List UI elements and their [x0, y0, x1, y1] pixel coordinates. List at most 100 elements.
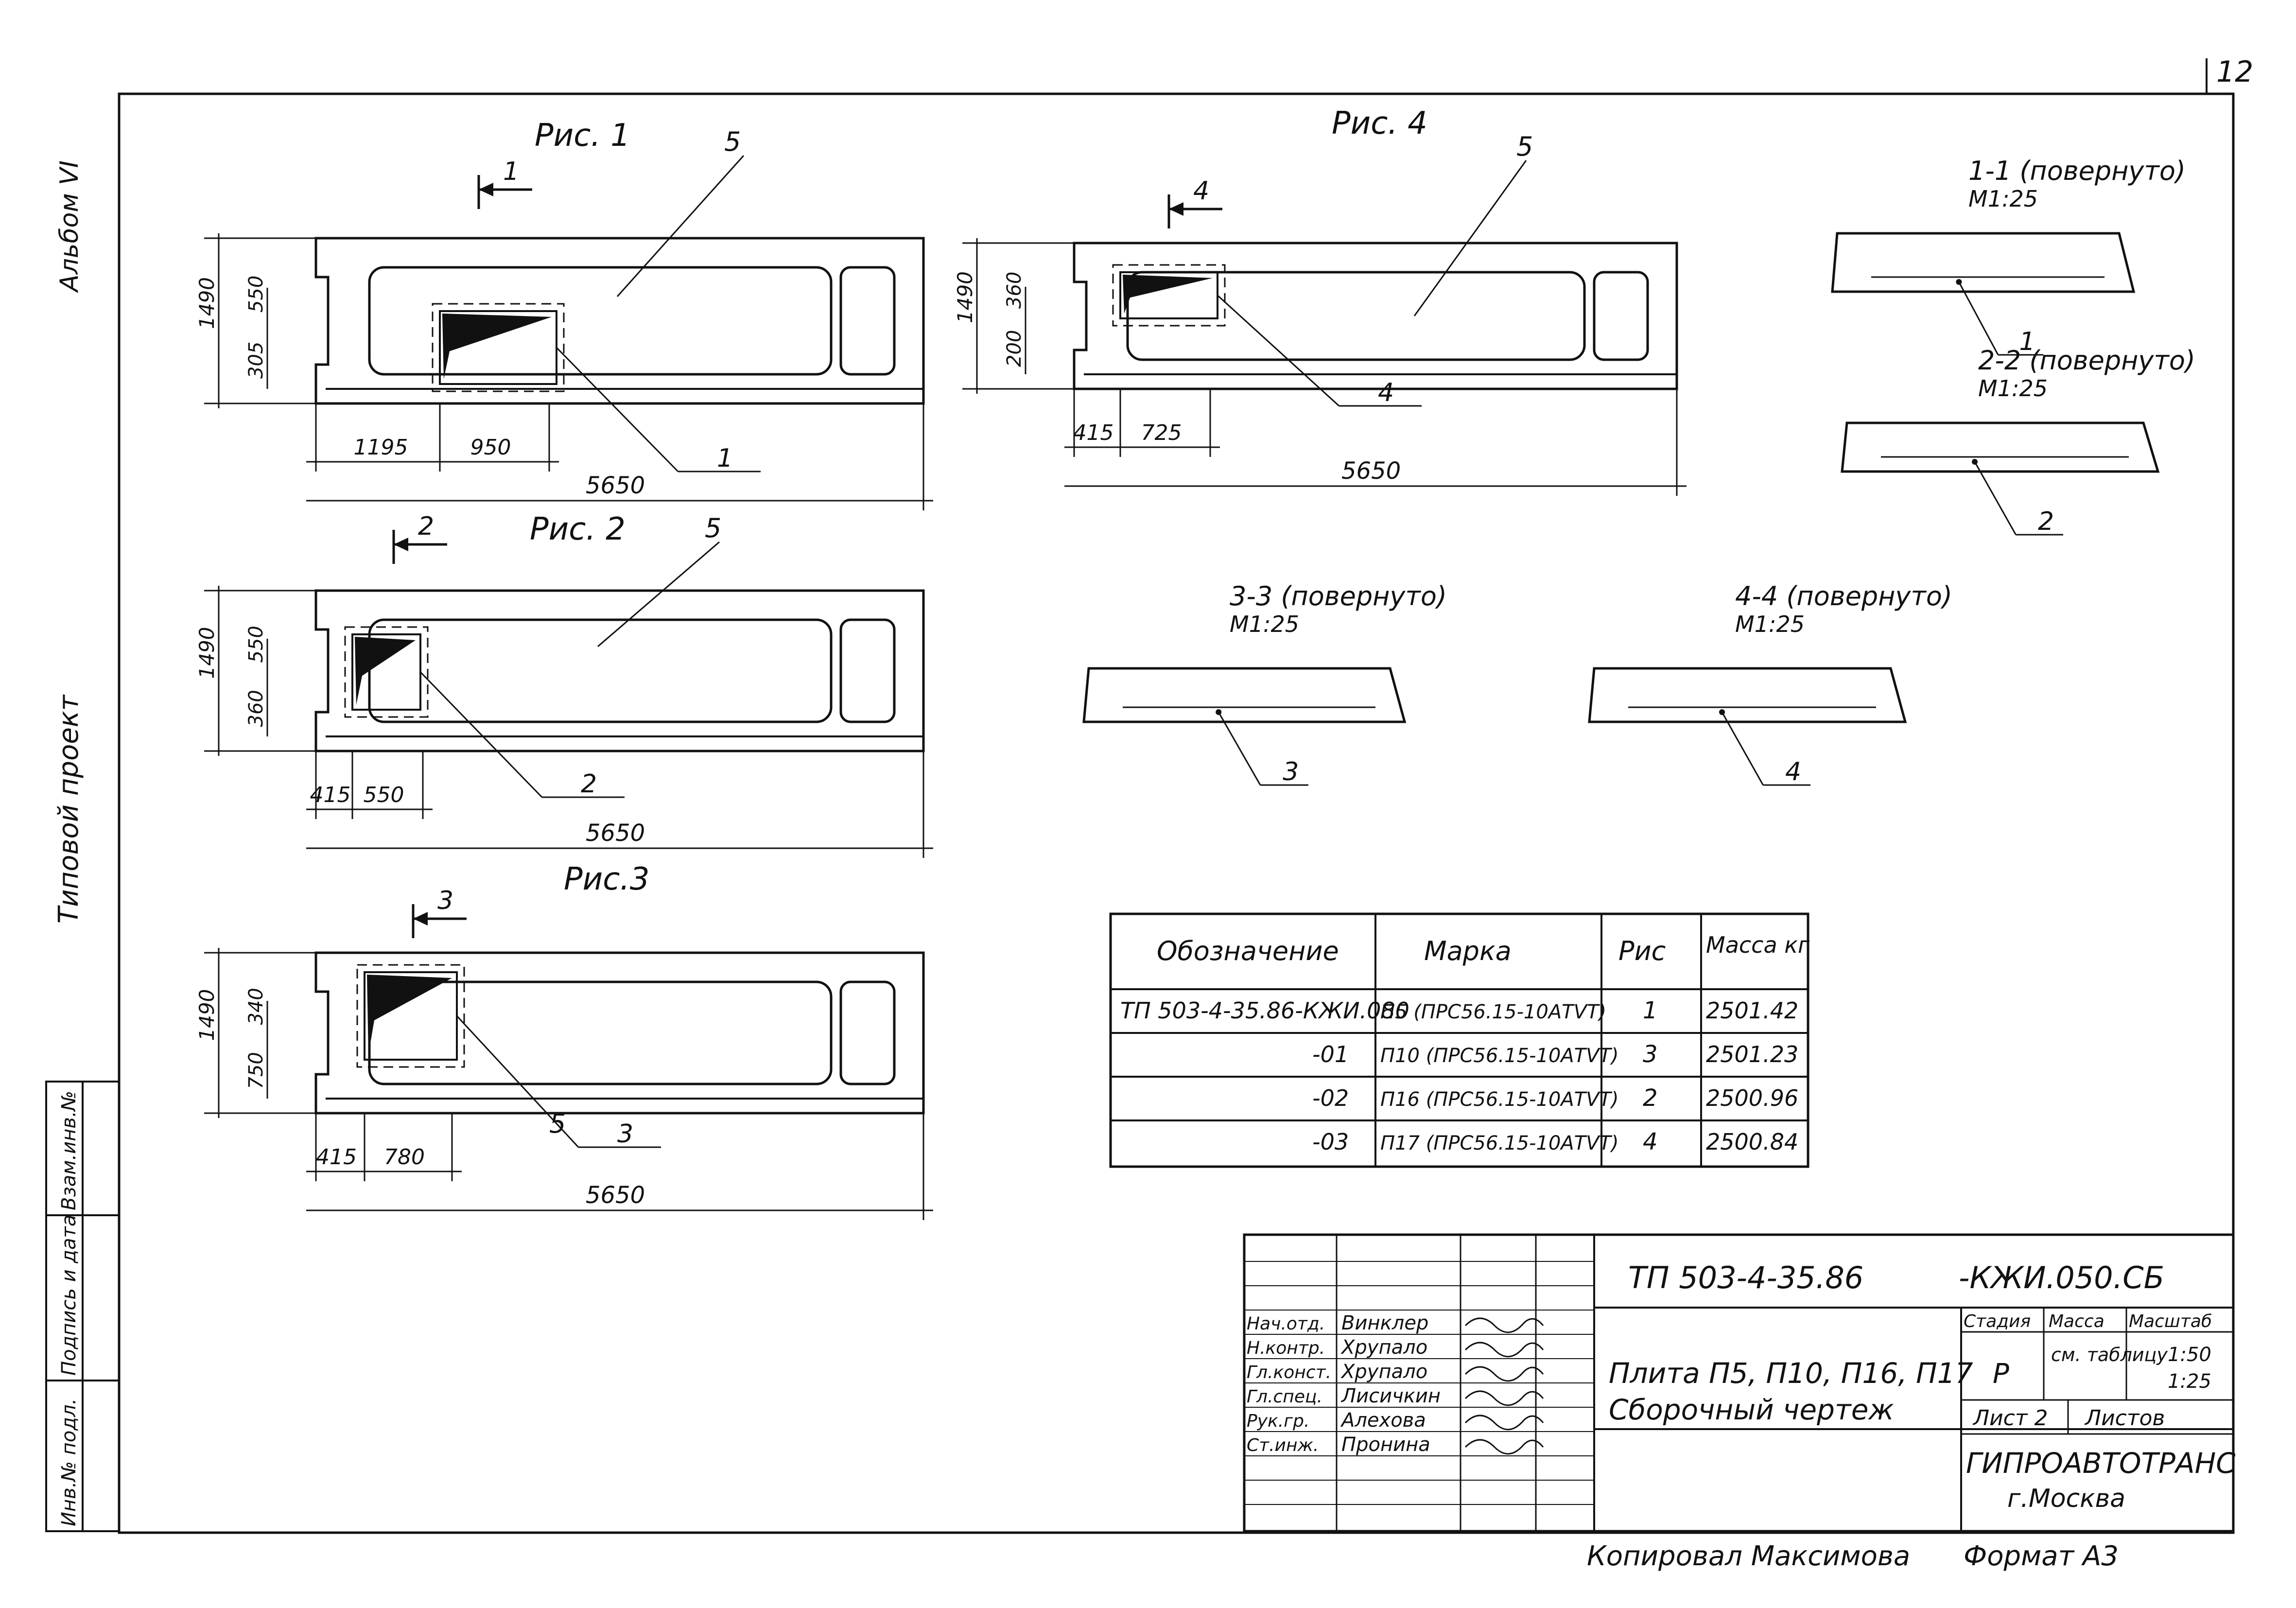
dim-a: 550	[245, 626, 267, 663]
dim-b: 200	[1003, 330, 1026, 367]
section-callout: 4	[1785, 757, 1801, 787]
table-cell-mass: 2500.96	[1706, 1085, 1798, 1111]
staff-role: Н.контр.	[1247, 1338, 1325, 1358]
section-number: 2	[418, 512, 434, 541]
dim-x1: 415	[310, 783, 351, 807]
drawing-name: Плита П5, П10, П16, П17	[1609, 1357, 1973, 1390]
signature-icon	[1464, 1439, 1544, 1455]
section-mark-fig1: 1	[477, 157, 532, 209]
callout-detail: 1	[717, 444, 733, 473]
figure-title: Рис.3	[564, 861, 649, 897]
table-cell-designation: ТП 503-4-35.86-КЖИ.080	[1120, 997, 1409, 1024]
svg-text:Взам.инв.№: Взам.инв.№	[58, 1091, 80, 1210]
table-cell-mark: П16 (ПРС56.15-10АТVТ)	[1380, 1088, 1618, 1111]
staff-role: Нач.отд.	[1247, 1314, 1325, 1334]
signature-icon	[1464, 1366, 1544, 1382]
dim-height: 1490	[953, 271, 977, 323]
section-scale: М1:25	[1968, 186, 2038, 212]
mass-value: см. таблицу	[2051, 1344, 2168, 1365]
section-scale: М1:25	[1735, 611, 1805, 637]
table-cell-mass: 2501.42	[1706, 997, 1798, 1024]
table-cell-fig: 4	[1643, 1128, 1658, 1155]
section-title: 3-3 (повернуто)	[1230, 581, 1447, 612]
table-cell-mass: 2500.84	[1706, 1129, 1798, 1155]
dim-a: 340	[245, 988, 267, 1025]
dim-total: 5650	[1341, 457, 1401, 485]
page-number: 12	[2216, 55, 2253, 89]
staff-name: Хрупало	[1340, 1336, 1427, 1359]
plan-fig3: 1490 340 750 415 780 5650 3	[195, 948, 933, 1220]
dim-x1: 415	[1073, 420, 1114, 445]
callout-panel: 5	[549, 1108, 566, 1139]
staff-role: Гл.спец.	[1247, 1387, 1322, 1407]
city: г.Москва	[2007, 1484, 2125, 1513]
dim-x1: 415	[316, 1145, 357, 1170]
album-label: Альбом VI	[55, 160, 84, 293]
title-block: Нач.отд.ВинклерН.контр.ХрупалоГл.конст.Х…	[1243, 1233, 2236, 1533]
scale-label: Масштаб	[2129, 1311, 2212, 1331]
figure-title: Рис. 2	[530, 511, 626, 547]
drawing-subtitle: Сборочный чертеж	[1609, 1393, 1894, 1426]
section-scale: М1:25	[1230, 611, 1299, 637]
staff-name: Пронина	[1341, 1433, 1430, 1456]
dim-a: 360	[1003, 272, 1026, 309]
staff-role: Ст.инж.	[1247, 1435, 1319, 1455]
table-header-mark: Марка	[1424, 936, 1512, 966]
staff-role: Рук.гр.	[1247, 1411, 1309, 1431]
section-title: 2-2 (повернуто)	[1978, 345, 2195, 376]
section-title: 4-4 (повернуто)	[1735, 581, 1952, 612]
dim-x2: 780	[384, 1145, 425, 1170]
callout-detail: 4	[1378, 378, 1394, 407]
organization: ГИПРОАВТОТРАНС	[1966, 1447, 2236, 1480]
table-header-mass: Масса кг	[1706, 932, 1810, 958]
sheet-frame	[118, 92, 2235, 1534]
figure-title: Рис. 4	[1332, 105, 1427, 141]
callout-detail: 3	[617, 1119, 633, 1149]
dim-x2: 950	[470, 435, 511, 460]
section-scale: М1:25	[1978, 375, 2048, 402]
table-header-designation: Обозначение	[1157, 936, 1339, 966]
table-cell-mass: 2501.23	[1706, 1041, 1798, 1067]
section-callout: 3	[1283, 757, 1299, 787]
dim-b: 305	[245, 342, 267, 379]
table-cell-fig: 1	[1643, 997, 1658, 1024]
sheet-format: Формат А3	[1964, 1540, 2119, 1572]
table-cell-fig: 3	[1643, 1041, 1658, 1068]
signature-icon	[1464, 1317, 1544, 1333]
callout-detail: 2	[581, 769, 597, 799]
project-label: Типовой проект	[53, 694, 85, 924]
table-header-fig: Рис	[1618, 936, 1666, 966]
callout-panel: 5	[705, 513, 721, 543]
section-number: 1	[503, 157, 519, 186]
table-cell-designation: -01	[1312, 1041, 1349, 1067]
table-cell-mark: П17 (ПРС56.15-10АТVТ)	[1380, 1132, 1618, 1154]
staff-name: Лисичкин	[1340, 1385, 1441, 1407]
dim-b: 750	[245, 1052, 267, 1089]
section-number: 4	[1193, 176, 1209, 206]
project-code: ТП 503-4-35.86	[1628, 1260, 1863, 1295]
dim-b: 360	[245, 690, 267, 727]
dim-total: 5650	[586, 1182, 645, 1209]
staff-name: Винклер	[1341, 1312, 1428, 1334]
section-number: 3	[437, 886, 453, 915]
dim-height: 1490	[195, 277, 219, 329]
dim-x1: 1195	[354, 435, 408, 460]
signature-icon	[1464, 1390, 1544, 1406]
stage-value: Р	[1993, 1358, 2009, 1390]
svg-text:Инв.№ подл.: Инв.№ подл.	[58, 1398, 80, 1526]
section-view-3: 3-3 (повернуто)М1:25 3	[1082, 581, 1447, 787]
section-callout: 2	[2038, 507, 2054, 536]
figure-title: Рис. 1	[535, 118, 630, 154]
section-view-2: 2-2 (повернуто)М1:25 2	[1841, 345, 2195, 536]
section-view-4: 4-4 (повернуто)М1:25 4	[1588, 581, 1952, 787]
section-mark-fig2: 2	[392, 512, 447, 564]
section-title: 1-1 (повернуто)	[1968, 156, 2186, 186]
signature-icon	[1464, 1342, 1544, 1358]
dim-height: 1490	[195, 989, 219, 1041]
dim-height: 1490	[195, 627, 219, 679]
callout-panel: 5	[724, 126, 741, 157]
sheets-label: Листов	[2084, 1406, 2165, 1431]
sheet-number: Лист 2	[1972, 1406, 2048, 1431]
